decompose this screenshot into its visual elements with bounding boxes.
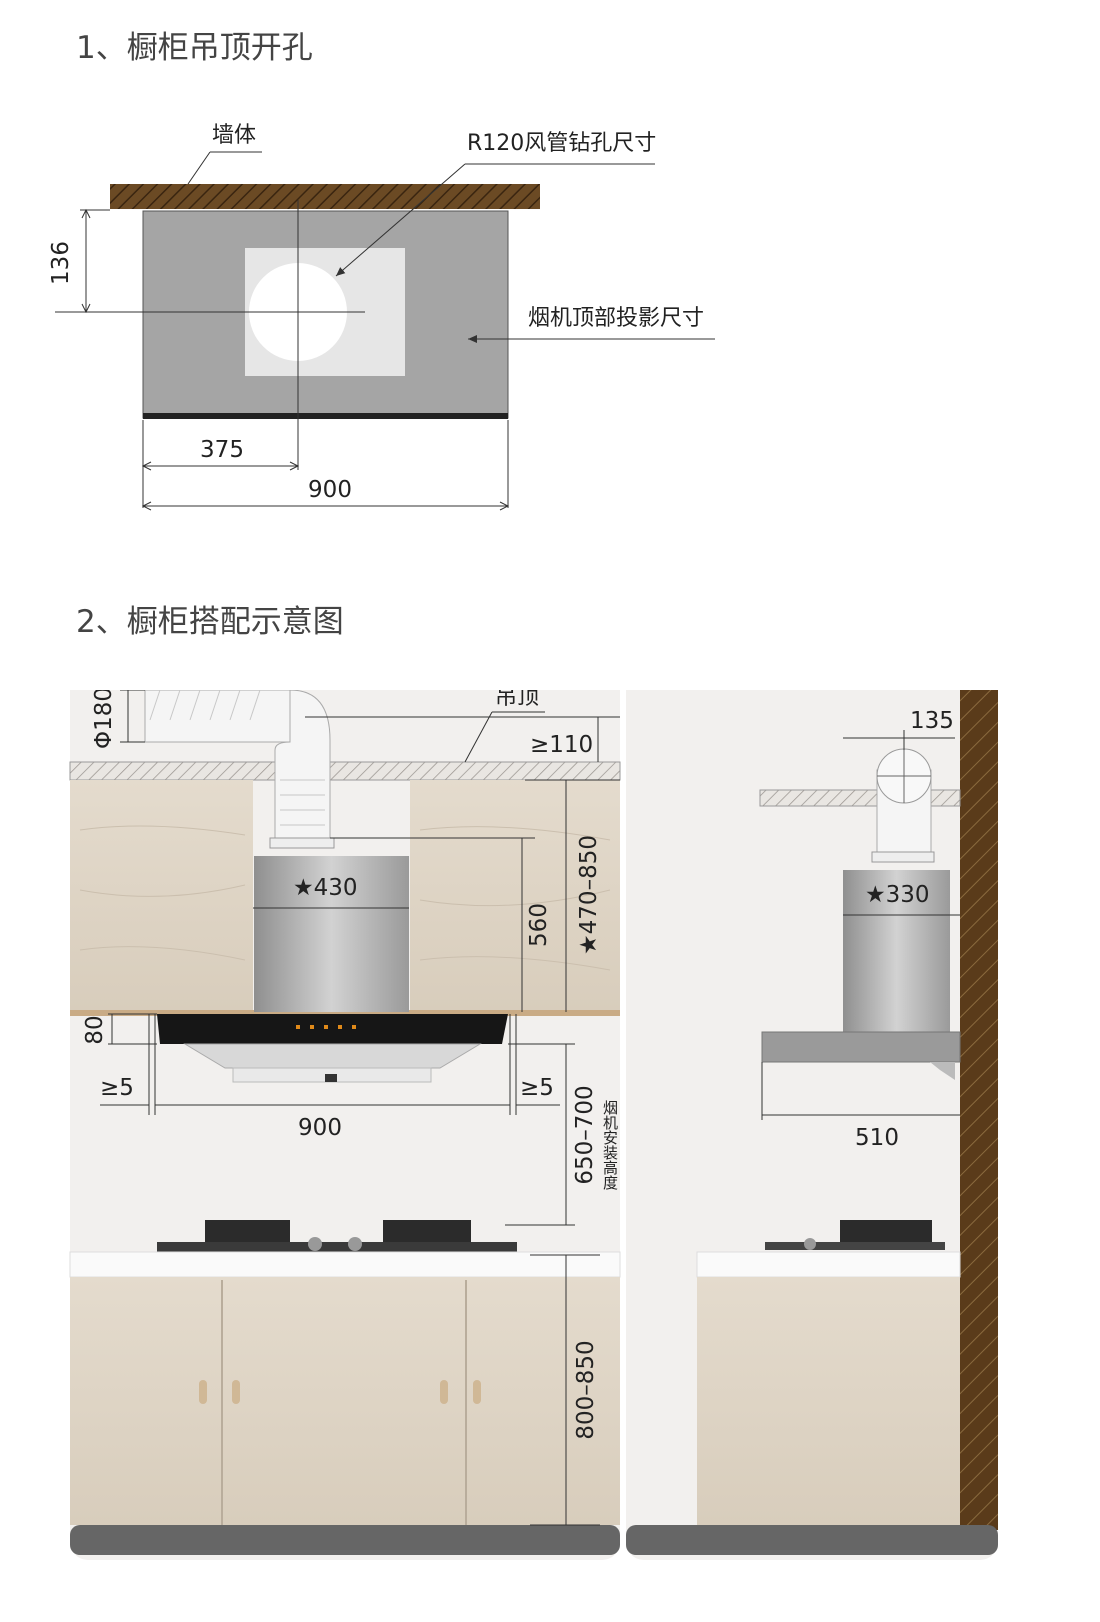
dim-900-top: 900 [308,477,352,503]
dim-install-range: 650–700 [572,1085,598,1184]
side-lower-cabinet [697,1277,960,1525]
dim-ceiling-gap: ≥110 [530,732,593,758]
dim-375: 375 [200,437,244,463]
ceiling-label: 吊顶 [495,690,539,710]
dim-chimney-height: 560 [526,903,552,947]
dim-hood-front: 80 [82,1015,108,1044]
section-title-2: 2、橱柜搭配示意图 [76,604,344,640]
side-floor [626,1525,998,1555]
floor [70,1525,620,1555]
dim-gap-left: ≥5 [100,1075,134,1101]
dim-duct-dia: Φ180 [91,690,117,749]
side-wall [960,690,998,1530]
dim-side-duct: 135 [910,708,954,734]
dim-counter-height: 800–850 [573,1340,599,1439]
projection-label: 烟机顶部投影尺寸 [528,306,704,331]
wall-label: 墙体 [212,123,256,148]
section-title-1: 1、橱柜吊顶开孔 [76,30,313,66]
cooktop [157,1242,517,1252]
lower-cabinets [70,1277,620,1525]
ceiling-strip [69,761,621,781]
dim-cabinet-height: ★470–850 [576,835,602,955]
dim-hood-width: 900 [298,1115,342,1141]
duct-hole-label: R120风管钻孔尺寸 [467,131,656,156]
duct-horizontal [144,690,296,743]
cabinet-diagram: Φ180 吊顶 ≥110 ★430 560 ★470–850 80 ≥5 ≥5 … [69,690,998,1560]
dim-136: 136 [48,241,74,285]
countertop [69,1251,621,1278]
hood-chimney [254,856,409,1012]
dim-chimney-width: ★430 [293,875,358,901]
side-countertop [696,1251,961,1278]
install-height-label: 烟机安装高度 [601,1100,619,1190]
dim-side-depth: 510 [855,1125,899,1151]
side-chimney [843,870,950,1032]
ceiling-board [110,184,540,209]
side-hood [761,1031,961,1063]
ceiling-cutout-diagram: 墙体 R120风管钻孔尺寸 烟机顶部投影尺寸 136 375 900 [48,123,715,511]
dim-gap-right: ≥5 [520,1075,554,1101]
dim-side-chimney: ★330 [865,882,930,908]
hood-body [157,1014,508,1044]
